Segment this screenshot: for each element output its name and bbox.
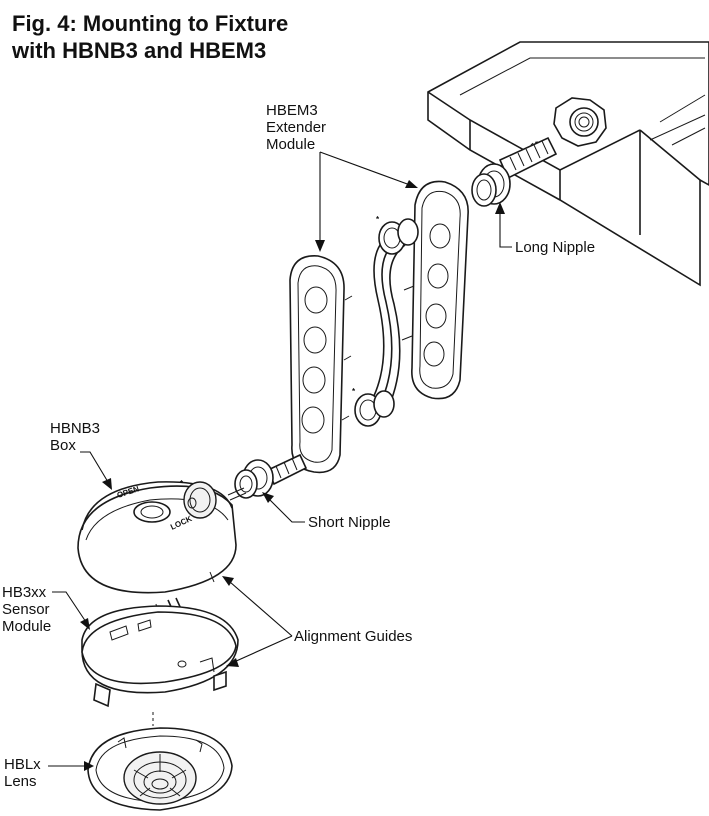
- label-hblx-line-2: Lens: [4, 773, 37, 790]
- leader-hbnb3-box: [80, 451, 112, 490]
- extender-connector-upper: *: [376, 215, 419, 255]
- hbem3-extender-left: [289, 255, 353, 474]
- long-nipple: [471, 136, 558, 207]
- leader-alignment-guides: [222, 576, 293, 667]
- figure-title: Fig. 4: Mounting to Fixture with HBNB3 a…: [12, 10, 288, 64]
- extender-right-knockouts: [423, 223, 451, 367]
- label-hbem3-line-3: Module: [266, 136, 316, 153]
- leader-long-nipple: [495, 202, 512, 248]
- svg-text:*: *: [180, 479, 184, 488]
- label-hbem3-extender-module: HBEM3 Extender Module: [266, 102, 326, 153]
- leader-hbem3: [315, 151, 418, 252]
- label-hb3xx-line-1: HB3xx: [2, 584, 47, 601]
- figure-title-line-1: Fig. 4: Mounting to Fixture: [12, 11, 289, 36]
- short-nipple: [227, 453, 308, 501]
- leader-hblx-lens: [48, 761, 94, 771]
- label-hb3xx-line-3: Module: [2, 618, 52, 635]
- svg-text:*: *: [352, 387, 356, 396]
- fixture-housing: [427, 41, 709, 287]
- label-hblx-line-1: HBLx: [4, 756, 41, 773]
- label-hblx-lens: HBLx Lens: [4, 756, 41, 790]
- wire-harness: [371, 234, 406, 409]
- hbem3-extender-right: [401, 180, 469, 400]
- label-long-nipple: Long Nipple: [515, 239, 596, 256]
- label-hbem3-line-1: HBEM3: [266, 102, 318, 119]
- label-hbnb3-line-1: HBNB3: [50, 420, 101, 437]
- label-hbnb3-line-2: Box: [50, 437, 76, 454]
- figure-title-line-2: with HBNB3 and HBEM3: [12, 38, 267, 63]
- label-hb3xx-sensor-module: HB3xx Sensor Module: [2, 584, 51, 635]
- label-alignment-guides: Alignment Guides: [294, 628, 413, 645]
- svg-text:*: *: [376, 215, 380, 224]
- fixture-knockout-nut: [529, 97, 607, 155]
- label-hbem3-line-2: Extender: [266, 119, 327, 136]
- hb3xx-sensor-module: [81, 605, 239, 708]
- extender-left-knockouts: [301, 286, 328, 434]
- label-short-nipple: Short Nipple: [308, 514, 391, 531]
- hbnb3-threaded-hub: *: [180, 479, 217, 519]
- label-hbnb3-box: HBNB3 Box: [50, 420, 100, 454]
- label-hb3xx-line-2: Sensor: [2, 601, 50, 618]
- hbnb3-box: OPEN LOCK *: [77, 479, 237, 594]
- leader-hb3xx: [52, 591, 90, 630]
- extender-connector-lower: *: [352, 387, 395, 427]
- leader-short-nipple: [262, 492, 305, 523]
- hblx-lens: [87, 727, 233, 811]
